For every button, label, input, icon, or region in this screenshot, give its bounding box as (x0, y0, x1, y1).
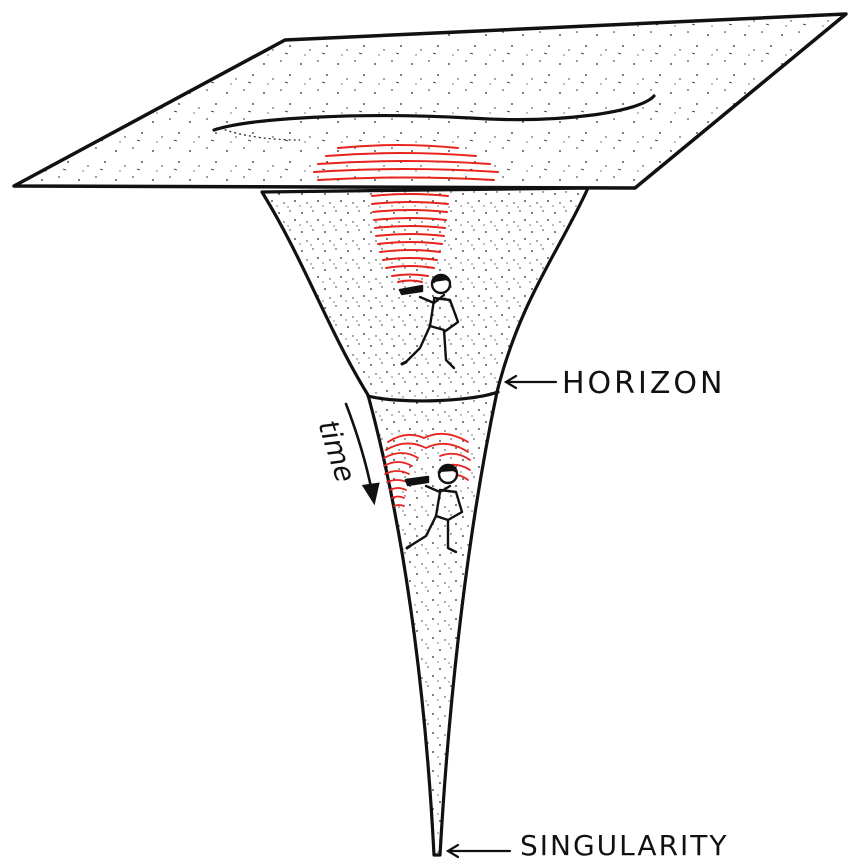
light-cone-lower (383, 432, 471, 507)
light-cone-upper (371, 193, 449, 283)
space-sheet (12, 12, 848, 190)
observer-figure-outside (398, 273, 460, 370)
funnel-mouth-shadow (219, 127, 301, 141)
funnel-body (260, 186, 590, 857)
time-arrow (344, 402, 380, 506)
light-cone-sheet (313, 144, 499, 181)
horizon-label: HORIZON (562, 366, 725, 401)
funnel-mouth (212, 94, 656, 132)
observer-figure-inside (404, 463, 464, 554)
singularity-pointer-arrow (445, 843, 512, 859)
singularity-label: SINGULARITY (520, 829, 728, 861)
horizon-pointer-arrow (503, 374, 558, 390)
horizon-ring (366, 390, 500, 403)
